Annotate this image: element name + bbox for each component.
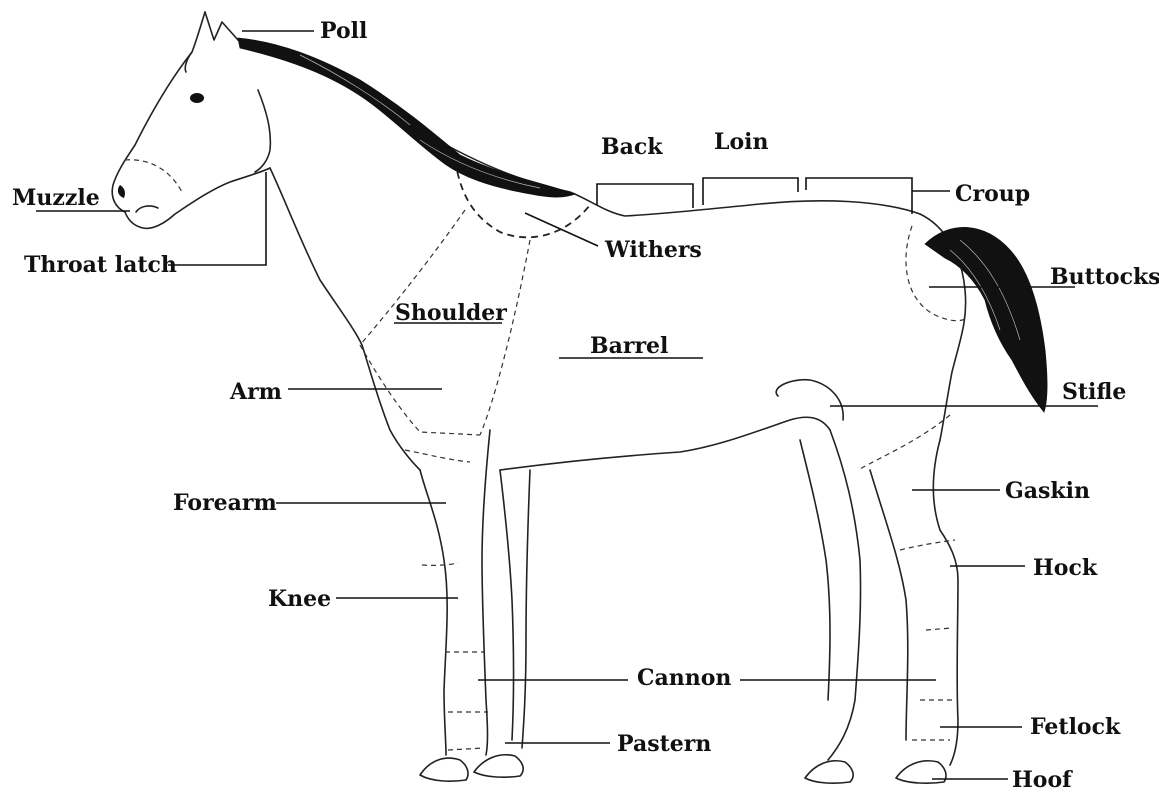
leader-lines xyxy=(36,31,1098,779)
label-throat-latch: Throat latch xyxy=(24,252,177,278)
tail xyxy=(925,227,1047,412)
label-croup: Croup xyxy=(955,181,1030,207)
label-arm: Arm xyxy=(229,379,282,405)
leader-throat-latch xyxy=(168,172,266,265)
label-back: Back xyxy=(601,134,663,160)
bracket-back xyxy=(597,184,693,208)
label-stifle: Stifle xyxy=(1062,379,1126,405)
leader-withers xyxy=(525,213,598,246)
label-forearm: Forearm xyxy=(173,490,277,516)
label-poll: Poll xyxy=(320,18,367,44)
bracket-croup xyxy=(806,178,912,214)
label-hock: Hock xyxy=(1033,555,1098,581)
eye xyxy=(190,93,204,103)
mane xyxy=(238,38,575,197)
label-loin: Loin xyxy=(714,129,769,155)
bracket-loin xyxy=(703,178,798,205)
label-hoof: Hoof xyxy=(1012,767,1073,793)
label-knee: Knee xyxy=(268,586,331,612)
label-muzzle: Muzzle xyxy=(12,185,100,211)
label-shoulder: Shoulder xyxy=(395,300,507,326)
label-cannon: Cannon xyxy=(637,665,731,691)
region-dividers xyxy=(125,160,966,750)
nostril xyxy=(118,185,125,198)
label-fetlock: Fetlock xyxy=(1030,714,1121,740)
label-gaskin: Gaskin xyxy=(1005,478,1090,504)
label-buttocks: Buttocks xyxy=(1050,264,1159,290)
label-pastern: Pastern xyxy=(617,731,711,757)
label-barrel: Barrel xyxy=(590,333,668,359)
label-withers: Withers xyxy=(604,237,702,263)
